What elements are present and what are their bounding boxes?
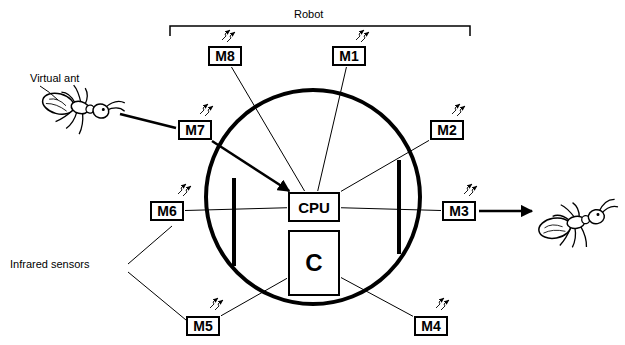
connector [341, 140, 429, 191]
connector [341, 208, 441, 211]
sensor-box: M1 [332, 46, 366, 66]
sensor-box: M3 [442, 201, 476, 221]
sensor-box: M8 [208, 46, 242, 66]
cpu-box: CPU [288, 192, 340, 222]
node-text: CPU [298, 199, 330, 216]
connector [221, 278, 287, 315]
connector [341, 278, 413, 317]
title-label: Robot [292, 8, 325, 20]
connector [185, 208, 287, 211]
controller-box: C [288, 230, 340, 296]
node-text: C [305, 249, 322, 277]
sensor-box: M7 [178, 120, 212, 140]
sensor-box: M6 [150, 201, 184, 221]
node-text: M4 [421, 318, 440, 334]
connector [231, 67, 304, 191]
connector [212, 141, 289, 191]
sensor-box: M2 [430, 120, 464, 140]
sensor-box: M5 [186, 316, 220, 336]
node-text: M7 [185, 122, 204, 138]
connector [318, 67, 347, 191]
node-text: M3 [449, 203, 468, 219]
node-text: M6 [157, 203, 176, 219]
callout-label: Infrared sensors [8, 258, 91, 270]
sensor-box: M4 [414, 316, 448, 336]
node-text: M2 [437, 122, 456, 138]
node-text: M5 [193, 318, 212, 334]
callout-label: Virtual ant [28, 72, 81, 84]
node-text: M8 [215, 48, 234, 64]
node-text: M1 [339, 48, 358, 64]
